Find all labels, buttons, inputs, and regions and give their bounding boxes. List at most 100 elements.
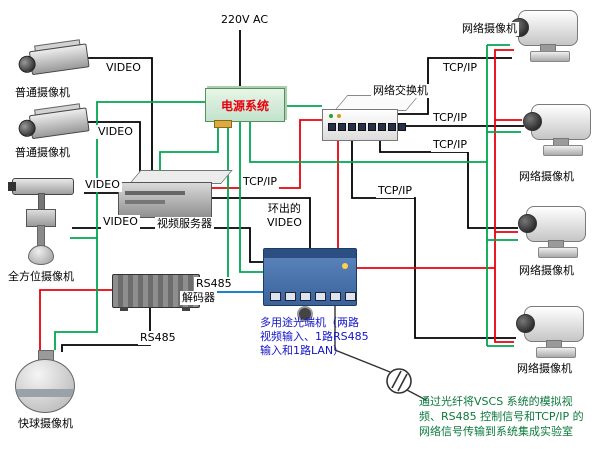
label-rs485-upper: RS485	[194, 277, 234, 291]
label-tcpip-right-4: TCP/IP	[376, 184, 414, 198]
camera-lens-icon	[523, 112, 542, 131]
camera-assembly	[12, 99, 96, 146]
network-camera-3-label: 网络摄像机	[517, 264, 576, 278]
wire-power-left-trunk	[70, 101, 205, 239]
wire-red-decoder-dome	[39, 289, 112, 352]
transceiver-body	[263, 248, 357, 306]
wire-tcpip-netcam4	[351, 139, 516, 339]
omni-camera	[8, 176, 84, 272]
camera-lens-icon	[516, 314, 535, 333]
label-video-3: VIDEO	[83, 178, 122, 192]
network-camera-1	[508, 6, 590, 64]
port-icon	[270, 292, 281, 301]
port-icon	[378, 123, 386, 131]
camera-lens-icon	[518, 214, 537, 233]
label-tcpip-center: TCP/IP	[241, 175, 279, 189]
fiber-note: 通过光纤将VSCS 系统的模拟视 频、RS485 控制信号和TCP/IP 的 网…	[419, 395, 584, 438]
network-switch-label: 网络交换机	[371, 84, 430, 98]
wire-video-cam1	[88, 57, 153, 172]
wire-loop-video	[212, 197, 311, 248]
camera-assembly	[12, 35, 96, 82]
port-icon	[345, 292, 356, 301]
port-icon	[388, 123, 396, 131]
power-connector	[214, 120, 232, 128]
optical-transceiver	[263, 248, 357, 322]
optical-transceiver-label: 多用途光端机（两路 视频输入、1路RS485 输入和1路LAN）	[260, 316, 369, 357]
port-icon	[330, 292, 341, 301]
mini-dome	[28, 245, 54, 265]
camera-pole	[37, 225, 45, 247]
analog-camera-2-label: 普通摄像机	[13, 146, 72, 160]
transceiver-panel	[264, 249, 356, 258]
wire-power-right-trunk	[249, 120, 487, 163]
server-vent	[125, 191, 185, 195]
wire-tcpip-netcam3	[379, 139, 518, 229]
decoder-foot	[182, 307, 190, 311]
wire-video-cam2	[88, 121, 141, 172]
analog-camera-2	[14, 103, 94, 148]
label-tcpip-right-1: TCP/IP	[441, 61, 479, 75]
port-icon	[285, 292, 296, 301]
wire-red-trunk-up	[494, 49, 514, 268]
network-camera-4	[514, 302, 596, 360]
port-icon	[358, 123, 366, 131]
bnc-connector-icon	[297, 306, 313, 322]
wire-power-optical	[239, 120, 263, 273]
port-icon	[398, 123, 406, 131]
wire-fiber-out	[406, 389, 427, 401]
switch-front	[322, 109, 406, 141]
wire-video-to-optical	[72, 227, 263, 263]
network-camera-4-label: 网络摄像机	[515, 362, 574, 376]
label-tcpip-right-3: TCP/IP	[431, 138, 469, 152]
wire-fiber-in	[334, 304, 391, 373]
camera-base	[543, 145, 583, 156]
decoder-label: 解码器	[180, 291, 217, 305]
label-video-1: VIDEO	[104, 61, 143, 75]
port-icon	[338, 123, 346, 131]
network-switch	[322, 95, 420, 141]
speed-dome-label: 快球摄像机	[16, 417, 75, 431]
speed-dome-camera	[12, 350, 78, 416]
port-icon	[348, 123, 356, 131]
port-icon	[368, 123, 376, 131]
label-video-4: VIDEO	[101, 215, 140, 229]
label-rs485-lower: RS485	[138, 331, 178, 345]
network-camera-1-label: 网络摄像机	[460, 22, 519, 36]
camera-base	[538, 247, 578, 258]
led-indicator-icon	[329, 114, 333, 118]
server-vent	[125, 200, 165, 204]
server-front	[118, 182, 212, 218]
camera-base	[530, 51, 570, 62]
wire-rs485-dome	[61, 306, 151, 352]
led-indicator-icon	[337, 114, 341, 118]
label-loop-video: 环出的 VIDEO	[265, 202, 304, 230]
switch-ports	[328, 123, 406, 131]
power-system-label: 电源系统	[220, 98, 269, 113]
omni-camera-label: 全方位摄像机	[6, 270, 76, 284]
camera-lens-icon	[8, 182, 16, 191]
led-indicator-icon	[342, 263, 348, 269]
label-220v-ac: 220V AC	[219, 13, 271, 27]
decoder-foot	[120, 307, 128, 311]
network-camera-2-label: 网络摄像机	[517, 170, 576, 184]
power-system: 电源系统	[205, 88, 285, 122]
dome-band	[16, 389, 74, 397]
analog-camera-1-label: 普通摄像机	[13, 86, 72, 100]
video-server	[118, 170, 233, 218]
dome-ball	[15, 359, 75, 413]
port-icon	[328, 123, 336, 131]
camera-base	[536, 347, 576, 358]
analog-camera-1	[14, 39, 94, 84]
video-server-label: 视频服务器	[155, 217, 214, 231]
port-icon	[300, 292, 311, 301]
network-camera-3	[516, 202, 598, 260]
wire-red-trunk-down	[494, 268, 514, 343]
label-video-2: VIDEO	[96, 125, 135, 139]
network-camera-2	[521, 100, 601, 158]
fiber-slash-icon	[391, 370, 402, 389]
port-icon	[315, 292, 326, 301]
transceiver-ports	[270, 292, 356, 301]
fiber-slash-icon	[397, 373, 408, 392]
wire-power-server	[159, 120, 219, 170]
